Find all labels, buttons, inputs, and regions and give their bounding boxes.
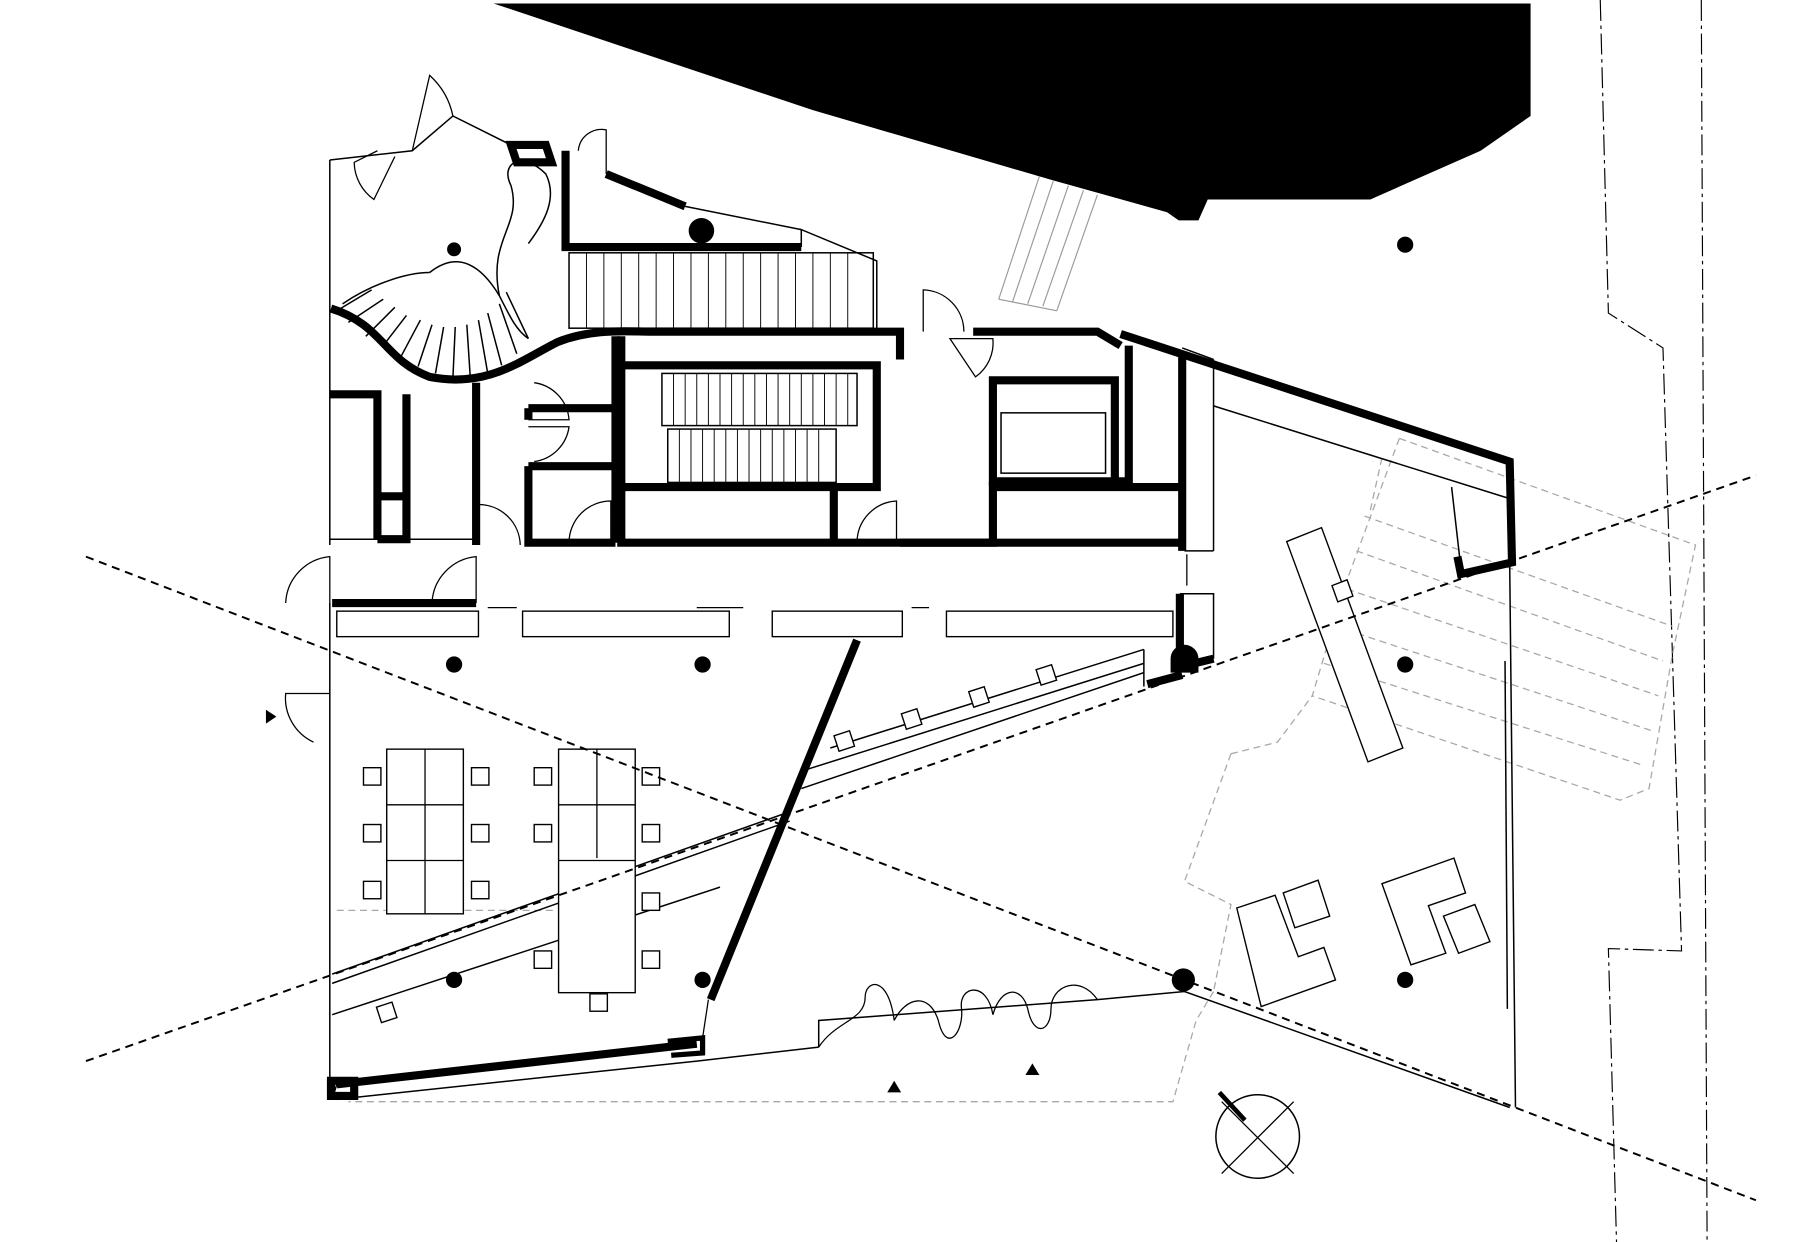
- thin-walls: [329, 115, 1517, 1109]
- corridor-cabinets: [336, 554, 1188, 638]
- structural-walls: [326, 140, 1517, 1100]
- neighbouring-building: [493, 3, 1531, 221]
- triangle-marker-icon: [1025, 1063, 1040, 1076]
- diagonal-seating: [375, 663, 1058, 1024]
- axes: [85, 474, 1757, 1202]
- lounge-furniture: [1235, 526, 1491, 1008]
- main-stair: [568, 252, 875, 484]
- lift-shaft: [1000, 412, 1107, 474]
- triangle-marker-icon: [265, 709, 277, 724]
- outdoor-steps: [998, 176, 1098, 312]
- meeting-tables: [362, 748, 661, 1012]
- spiral-stair: [336, 160, 552, 379]
- property-boundary: [1599, 0, 1708, 1242]
- entrance-markers: [265, 709, 1040, 1093]
- triangle-marker-icon: [887, 1080, 902, 1093]
- north-arrow-icon: [1215, 1090, 1301, 1179]
- columns: [445, 218, 1414, 992]
- doors: [284, 74, 1098, 1048]
